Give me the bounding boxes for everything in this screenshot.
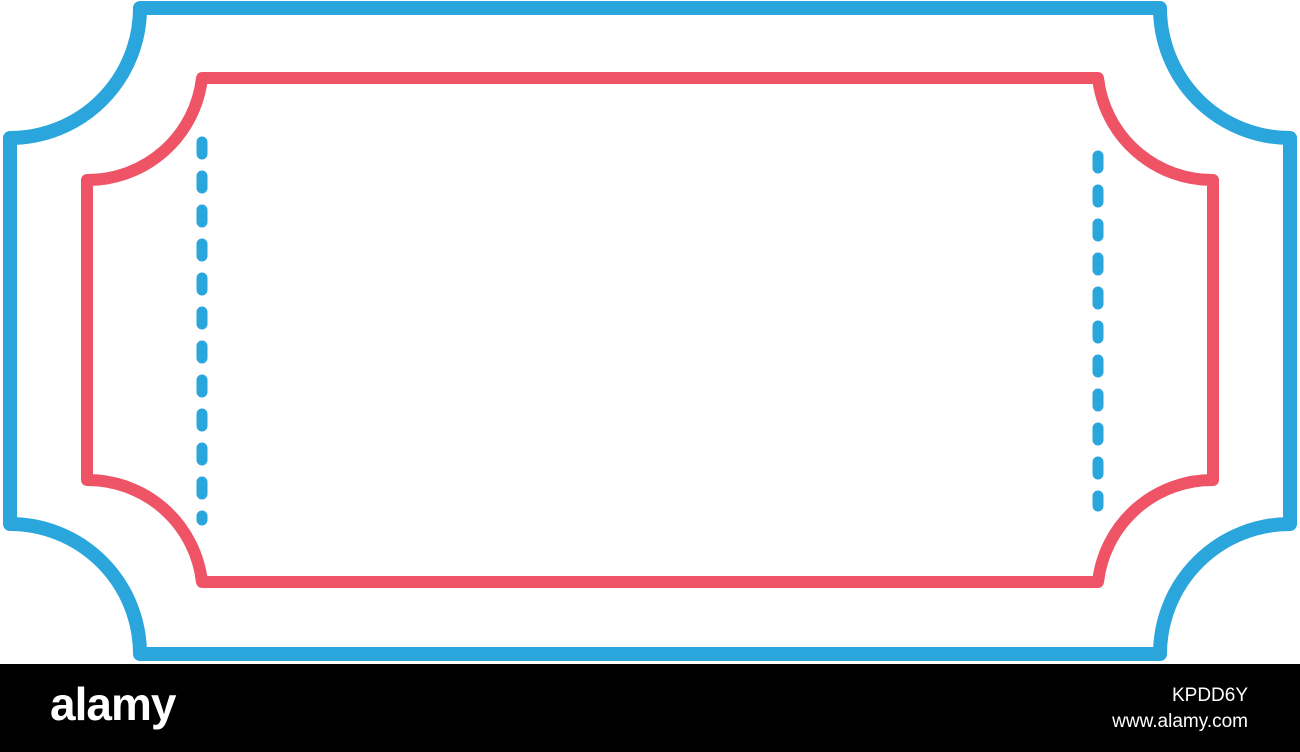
- watermark-footer-bar: alamy KPDD6Y www.alamy.com: [0, 664, 1300, 752]
- ticket-illustration: [3, 1, 1297, 661]
- ticket-svg: [3, 1, 1297, 661]
- brand-logo-text: alamy: [50, 678, 176, 730]
- image-id-label: KPDD6Y: [1171, 685, 1248, 706]
- site-url-label: www.alamy.com: [1112, 711, 1248, 732]
- ticket-inner-border: [81, 72, 1219, 588]
- ticket-outer-border: [3, 1, 1297, 661]
